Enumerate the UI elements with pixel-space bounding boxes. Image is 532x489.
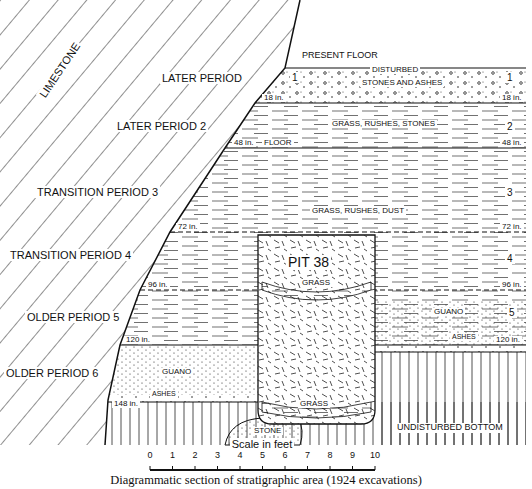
period-label: OLDER PERIOD 6 bbox=[4, 367, 100, 379]
scale-number: 8 bbox=[325, 451, 334, 461]
scale-number: 0 bbox=[145, 451, 154, 461]
layer-label: GUANO bbox=[160, 368, 193, 377]
depth-label: 48 in. bbox=[232, 139, 256, 148]
period-label: OLDER PERIOD 5 bbox=[25, 311, 121, 323]
layer-number: 3 bbox=[505, 187, 515, 198]
layer-label: ASHES bbox=[150, 390, 178, 398]
scale-tick bbox=[285, 466, 286, 470]
bottom-label: UNDISTURBED BOTTOM bbox=[395, 423, 505, 433]
layer-label: GRASS, RUSHES, STONES bbox=[330, 120, 437, 129]
scale-title: Scale in feet bbox=[230, 438, 295, 450]
scale-tick bbox=[240, 466, 241, 470]
scale-tick bbox=[172, 466, 173, 470]
scale-number: 6 bbox=[280, 451, 289, 461]
floor-label: PRESENT FLOOR bbox=[300, 51, 380, 61]
period-label: TRANSITION PERIOD 3 bbox=[35, 186, 160, 198]
scale-number: 10 bbox=[368, 451, 382, 461]
pit-layer-label: GRASS bbox=[298, 400, 330, 409]
depth-label: 18 in. bbox=[500, 94, 524, 103]
layer-number: 4 bbox=[505, 253, 515, 264]
figure-caption: Diagrammatic section of stratigraphic ar… bbox=[108, 474, 424, 488]
pit-layer-label: GRASS bbox=[300, 279, 332, 288]
scale-tick bbox=[262, 466, 263, 470]
depth-label: 18 in. bbox=[262, 94, 286, 103]
depth-label: 148 in. bbox=[112, 400, 140, 409]
layer-label: GUANO bbox=[432, 308, 465, 317]
floor-label: FLOOR bbox=[262, 139, 294, 148]
scale-number: 2 bbox=[190, 451, 199, 461]
period-label: LATER PERIOD 2 bbox=[115, 120, 208, 132]
pit-outline: PIT 38 bbox=[258, 235, 375, 423]
scale-number: 7 bbox=[303, 451, 312, 461]
depth-label: 72 in. bbox=[500, 223, 524, 232]
layer-label: DISTURBED bbox=[370, 66, 420, 75]
depth-label: 72 in. bbox=[176, 223, 200, 232]
layer-number: 2 bbox=[505, 121, 515, 132]
layer-label: STONE bbox=[252, 427, 283, 436]
pit-name: PIT 38 bbox=[286, 255, 331, 270]
scale-tick bbox=[330, 466, 331, 470]
depth-label: 96 in. bbox=[500, 281, 524, 290]
layer-number: 1 bbox=[505, 72, 515, 83]
scale-tick bbox=[150, 466, 151, 470]
depth-label: 120 in. bbox=[124, 336, 152, 345]
scale-tick bbox=[375, 466, 376, 470]
scale-tick bbox=[307, 466, 308, 470]
layer-label: STONES AND ASHES bbox=[360, 79, 444, 88]
depth-label: 48 in. bbox=[500, 139, 524, 148]
depth-label: 120 in. bbox=[494, 336, 522, 345]
scale-number: 5 bbox=[258, 451, 267, 461]
period-label: TRANSITION PERIOD 4 bbox=[8, 249, 133, 261]
depth-label: 96 in. bbox=[146, 281, 170, 290]
layer-number: 5 bbox=[507, 307, 517, 318]
scale-number: 1 bbox=[168, 451, 177, 461]
scale-tick bbox=[217, 466, 218, 470]
period-label: LATER PERIOD bbox=[160, 72, 244, 84]
layer-number: 1 bbox=[290, 72, 300, 83]
layer-label: ASHES bbox=[450, 333, 478, 341]
scale-number: 4 bbox=[235, 451, 244, 461]
scale-tick bbox=[195, 466, 196, 470]
scale-tick bbox=[352, 466, 353, 470]
scale-number: 9 bbox=[348, 451, 357, 461]
scale-number: 3 bbox=[213, 451, 222, 461]
layer-label: GRASS, RUSHES, DUST bbox=[310, 207, 406, 216]
